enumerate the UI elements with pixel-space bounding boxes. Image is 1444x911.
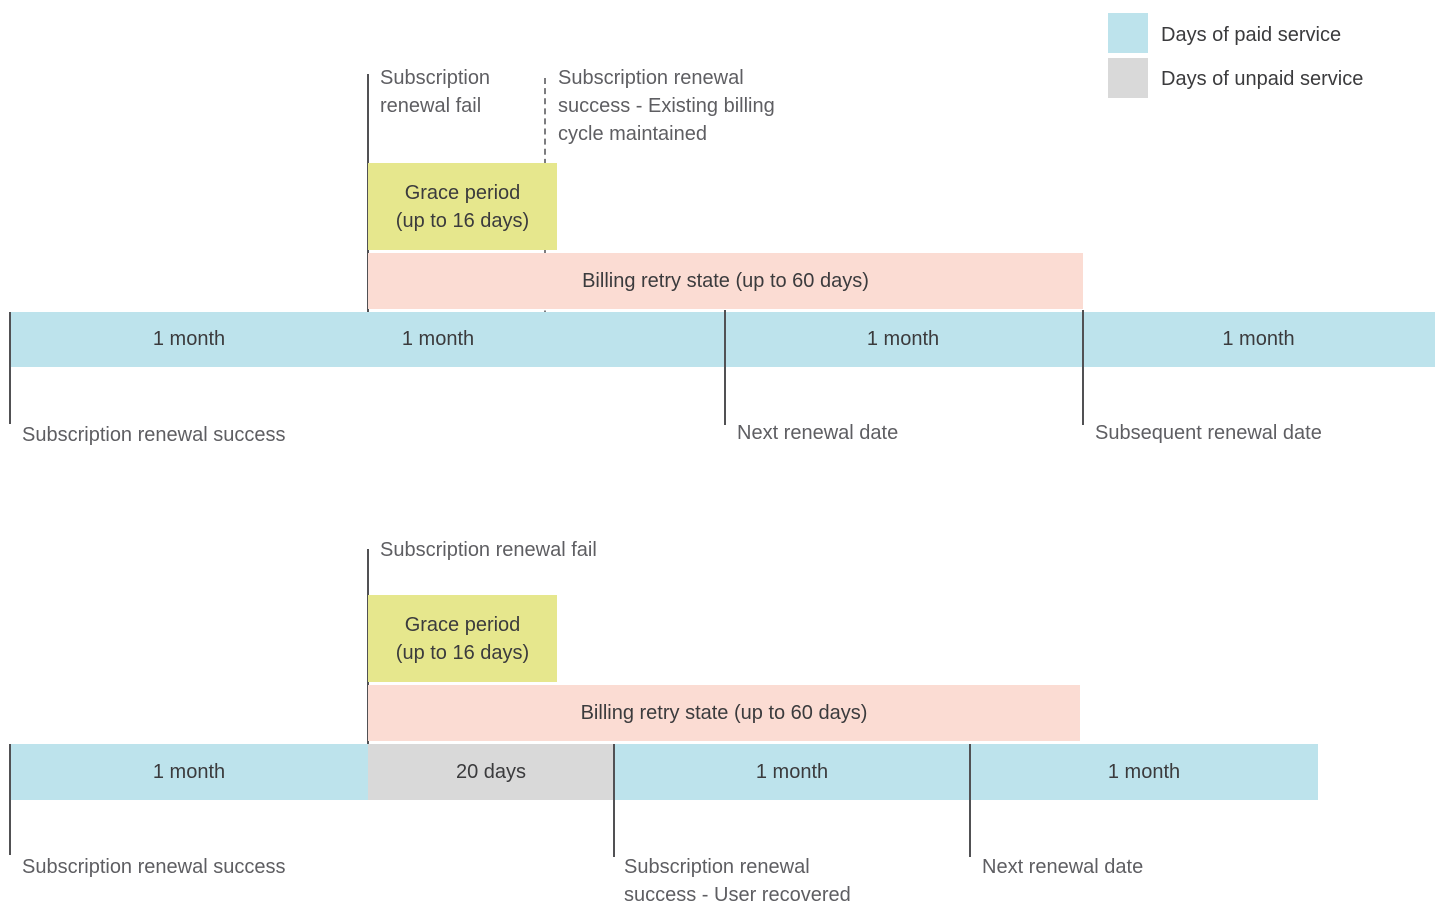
d2-user-recovered-tick xyxy=(613,744,615,857)
d1-segment-1: 1 month xyxy=(10,312,368,367)
d2-segment-4-label: 1 month xyxy=(1107,760,1181,783)
d2-segment-2: 20 days xyxy=(368,744,614,800)
legend-unpaid-swatch xyxy=(1108,58,1148,98)
d1-renewal-fail-label: Subscription renewal fail xyxy=(380,64,540,120)
d2-segment-3-label: 1 month xyxy=(755,760,829,783)
d1-renewal-fail-line1: Subscription xyxy=(380,67,491,89)
d1-segment-4: 1 month xyxy=(724,312,1082,367)
d1-segment-1-label: 1 month xyxy=(152,328,226,350)
d2-user-recovered-line1: Subscription renewal xyxy=(624,856,810,878)
d1-next-renewal-label: Next renewal date xyxy=(737,422,899,444)
d1-segment-5: 1 month xyxy=(1082,312,1435,367)
d1-renewal-success-line1: Subscription renewal xyxy=(558,67,744,89)
d2-renewal-fail-label: Subscription renewal fail xyxy=(380,539,597,561)
d1-subsequent-renewal-tick xyxy=(1082,310,1084,425)
d2-start-tick xyxy=(9,744,11,855)
d1-segment-4-label: 1 month xyxy=(866,328,940,350)
d2-next-renewal-tick xyxy=(969,744,971,857)
d1-grace-line1: Grace period xyxy=(404,181,521,204)
d1-grace-period-box: Grace period (up to 16 days) xyxy=(368,163,557,250)
d1-renewal-success-label: Subscription renewal success - Existing … xyxy=(558,64,838,148)
d2-billing-retry-label: Billing retry state (up to 60 days) xyxy=(580,701,868,724)
d2-segment-1-label: 1 month xyxy=(152,760,226,783)
d1-grace-line2: (up to 16 days) xyxy=(395,209,530,232)
d2-next-renewal-label: Next renewal date xyxy=(982,856,1144,878)
d1-billing-retry-box: Billing retry state (up to 60 days) xyxy=(368,253,1083,309)
legend-paid-label: Days of paid service xyxy=(1161,24,1342,46)
d2-segment-2-label: 20 days xyxy=(455,760,527,783)
d1-timeline-bar xyxy=(10,312,1435,367)
d1-subsequent-renewal-label: Subsequent renewal date xyxy=(1095,422,1322,444)
d2-grace-period-box: Grace period (up to 16 days) xyxy=(368,595,557,682)
d1-segment-5-label: 1 month xyxy=(1222,328,1295,350)
d1-next-renewal-tick xyxy=(724,310,726,425)
d2-user-recovered-line2: success - User recovered xyxy=(624,884,851,906)
d2-start-label: Subscription renewal success xyxy=(22,856,286,878)
d2-billing-retry-box: Billing retry state (up to 60 days) xyxy=(368,685,1080,741)
d1-renewal-fail-line2: renewal fail xyxy=(380,95,482,117)
legend-paid-swatch xyxy=(1108,13,1148,53)
legend-unpaid-label: Days of unpaid service xyxy=(1161,68,1364,90)
d1-segment-2: 1 month xyxy=(368,312,508,367)
d2-segment-1: 1 month xyxy=(10,744,368,800)
d1-billing-retry-label: Billing retry state (up to 60 days) xyxy=(582,269,869,292)
d1-segment-2-label: 1 month xyxy=(401,328,475,350)
d1-renewal-success-line3: cycle maintained xyxy=(558,123,707,145)
d2-grace-line2: (up to 16 days) xyxy=(395,641,530,664)
d1-renewal-success-line2: success - Existing billing xyxy=(558,95,775,117)
d1-start-tick xyxy=(9,312,11,424)
d2-unpaid-segment xyxy=(368,744,614,800)
d1-start-label: Subscription renewal success xyxy=(22,424,286,446)
d2-user-recovered-label: Subscription renewal success - User reco… xyxy=(624,853,904,909)
d2-segment-4: 1 month xyxy=(970,744,1318,800)
d2-timeline-bar xyxy=(10,744,1318,800)
d2-grace-line1: Grace period xyxy=(404,613,521,636)
d2-segment-3: 1 month xyxy=(614,744,970,800)
